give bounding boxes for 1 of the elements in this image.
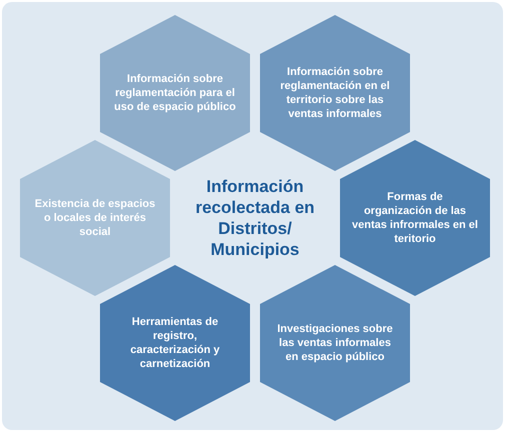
center-heading: Información recolectada en Distritos/ Municipios	[193, 176, 317, 260]
